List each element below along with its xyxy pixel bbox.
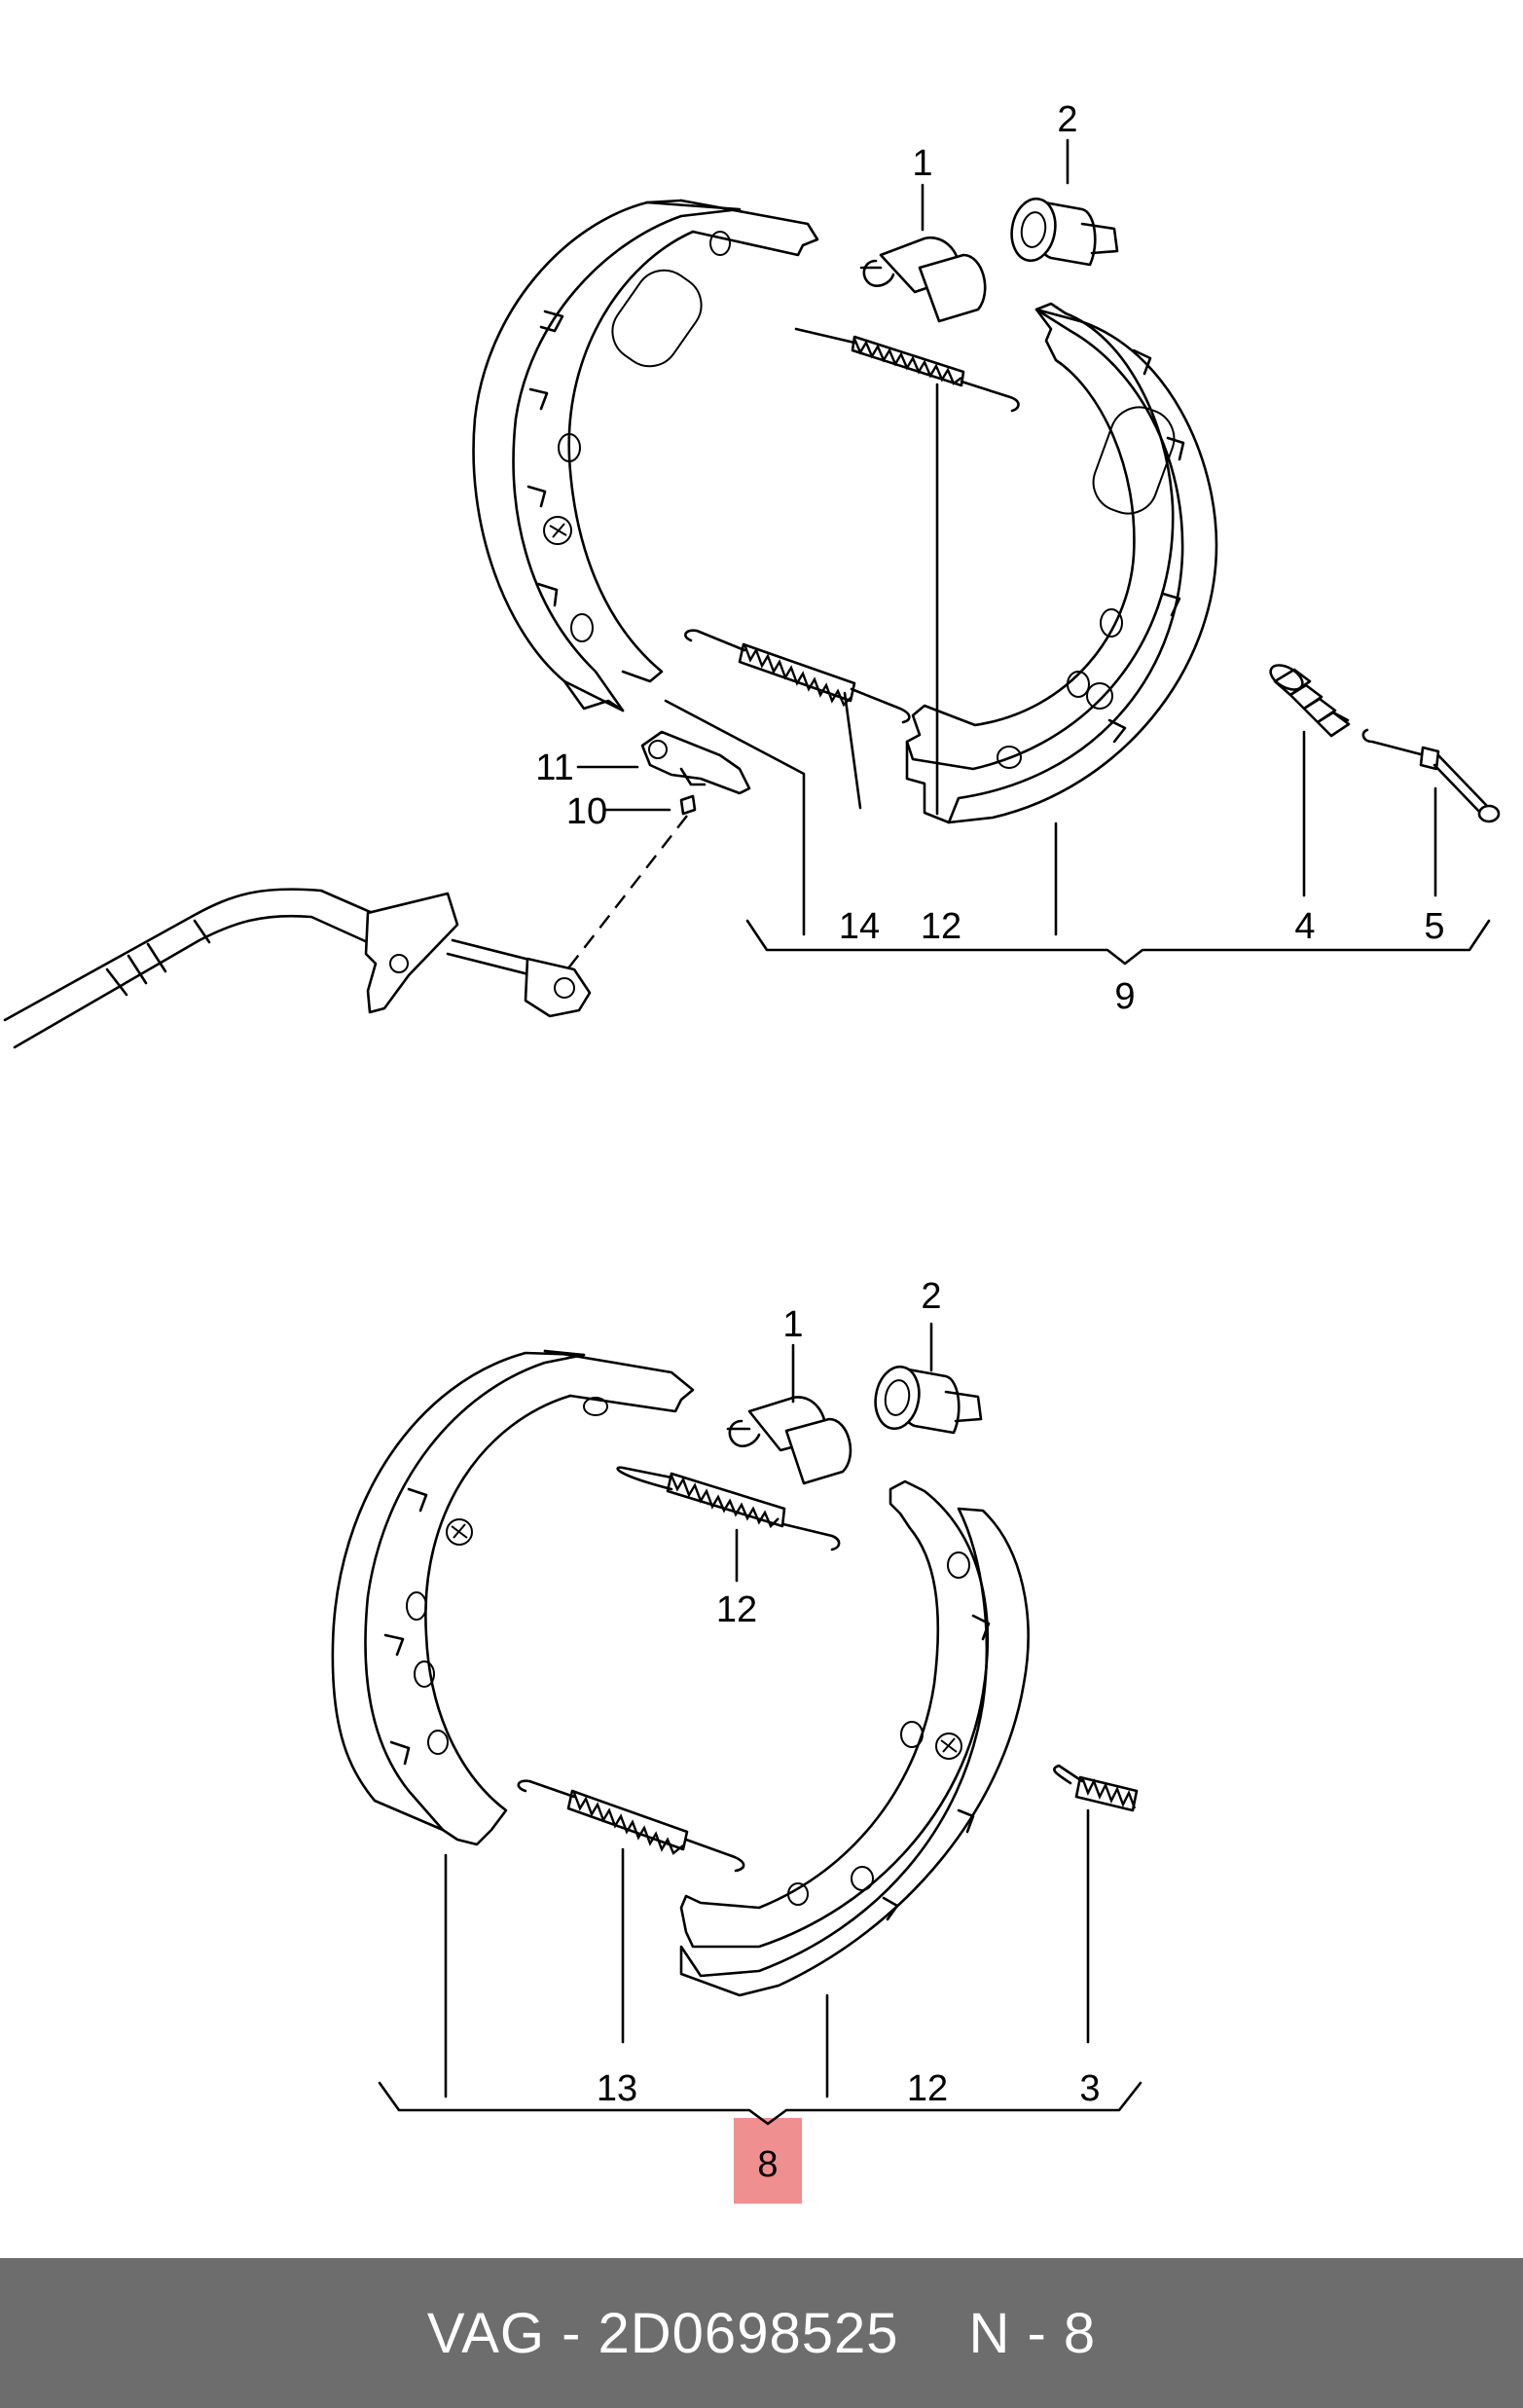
part-reference: VAG - 2D0698525	[426, 2301, 899, 2365]
footer-bar: VAG - 2D0698525 N - 8	[0, 2258, 1523, 2408]
callout-top-14: 14	[839, 906, 880, 947]
callout-top-11: 11	[535, 748, 573, 788]
callout-top-2: 2	[1057, 99, 1077, 140]
bottom-right-brake-shoe	[679, 1479, 1030, 1997]
callout-bottom-1: 1	[782, 1304, 803, 1345]
callout-bottom-12-lower: 12	[907, 2068, 948, 2109]
callout-bottom-13: 13	[597, 2068, 637, 2109]
callout-top-12: 12	[921, 906, 961, 947]
callout-top-1: 1	[912, 143, 932, 184]
top-lower-spring	[684, 629, 911, 724]
bottom-lower-spring	[517, 1779, 745, 1873]
top-lever-part-11	[640, 730, 751, 795]
top-spring-cup-part-4	[1269, 664, 1351, 738]
highlighted-callout-box	[734, 2118, 802, 2204]
bottom-adjuster-part-1	[726, 1396, 852, 1485]
top-adjuster-part-1	[859, 236, 987, 323]
brake-shoe-exploded-diagram: 1 2 4 5 9 10 11 12 14	[3, 99, 1501, 2185]
bottom-assembly: 1 2 12 13 12 3 8	[331, 1276, 1142, 2185]
callout-top-9: 9	[1114, 976, 1135, 1017]
top-pin-part-5	[1361, 728, 1501, 823]
top-upper-spring	[794, 327, 1020, 413]
bottom-spring-part-3	[1053, 1764, 1139, 1812]
callout-top-5: 5	[1424, 906, 1444, 947]
callout-bottom-8: 8	[757, 2144, 778, 2185]
bottom-left-brake-shoe	[331, 1349, 695, 1846]
top-right-brake-shoe	[905, 302, 1218, 824]
callout-top-10: 10	[566, 791, 607, 832]
callout-bottom-3: 3	[1079, 2068, 1100, 2109]
callout-bottom-2: 2	[921, 1276, 941, 1317]
position-reference: N - 8	[968, 2301, 1097, 2365]
top-left-brake-shoe	[472, 199, 819, 712]
top-clip-part-10	[679, 794, 697, 816]
bottom-sleeve-part-2	[874, 1365, 983, 1435]
callout-top-4: 4	[1294, 906, 1315, 947]
callout-bottom-12-upper: 12	[716, 1589, 757, 1630]
top-sleeve-part-2	[1010, 197, 1119, 267]
bottom-upper-spring	[616, 1466, 841, 1551]
top-assembly: 1 2 4 5 9 10 11 12 14	[3, 99, 1501, 1049]
handbrake-cable	[3, 888, 592, 1049]
